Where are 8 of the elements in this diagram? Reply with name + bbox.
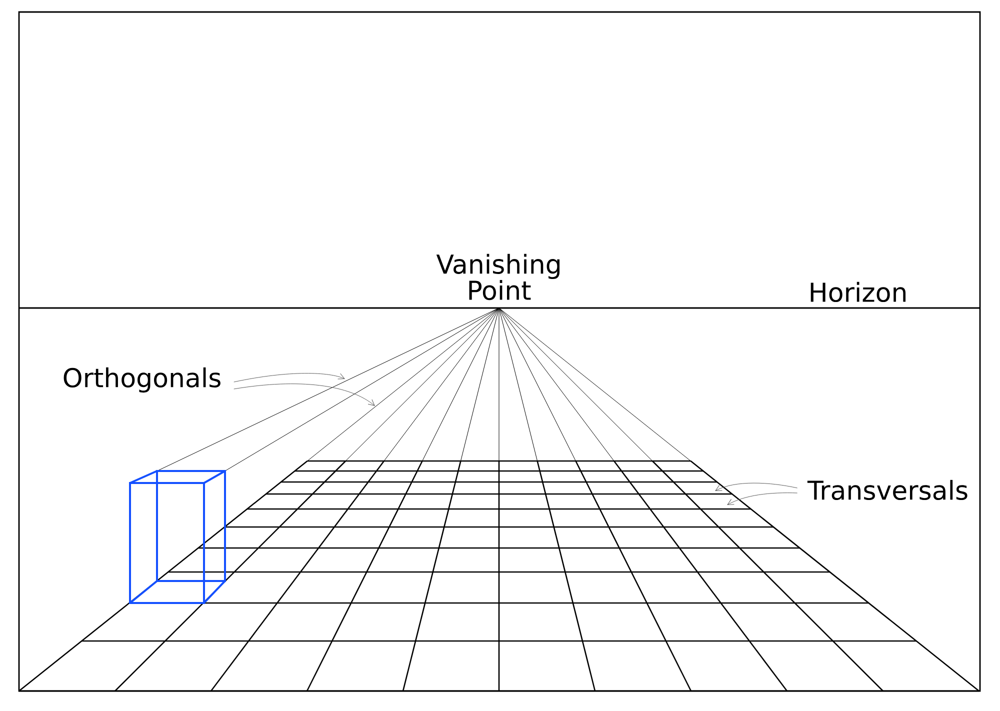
text-label: Vanishing Point [436,254,560,300]
leader-arrow [727,492,798,505]
text-label: Horizon [810,282,906,302]
leader-arrow [234,384,375,406]
leader-arrow [715,482,798,491]
callout-text: Transversals [807,480,968,500]
callout-text: Orthogonals [64,367,220,393]
leader-arrow [234,373,345,382]
